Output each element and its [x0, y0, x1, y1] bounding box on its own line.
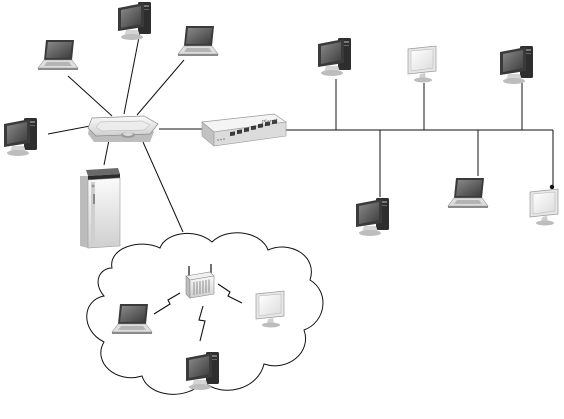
laptop-icon[interactable]	[37, 39, 79, 71]
laptop-icon[interactable]	[177, 25, 219, 57]
network-switch-icon[interactable]: Planet	[201, 113, 287, 147]
link-router-wireless-ap	[142, 141, 184, 233]
game-console-icon[interactable]	[80, 168, 121, 249]
link-router-desktop-top	[123, 31, 141, 115]
wireless-link-monitor	[217, 283, 243, 304]
link-router-laptop-left	[67, 75, 113, 117]
link-router-console	[103, 139, 110, 166]
wireless-access-point-icon[interactable]	[185, 264, 215, 299]
laptop-icon[interactable]	[447, 177, 489, 209]
links	[47, 31, 554, 233]
wireless-cloud	[86, 232, 324, 395]
bus-endpoint	[549, 184, 555, 190]
desktop-computer-icon[interactable]	[318, 38, 351, 76]
wireless-links	[153, 283, 243, 342]
router-icon[interactable]	[87, 115, 159, 142]
switch-brand-label: Planet	[260, 118, 279, 126]
lcd-monitor-icon[interactable]	[407, 45, 437, 83]
link-router-laptop-right	[136, 59, 185, 116]
lcd-monitor-icon[interactable]	[529, 188, 559, 226]
desktop-computer-icon[interactable]	[4, 118, 37, 156]
wireless-link-desktop	[198, 305, 206, 342]
wireless-link-laptop	[153, 292, 181, 315]
desktop-computer-icon[interactable]	[118, 2, 151, 40]
desktop-computer-icon[interactable]	[500, 46, 533, 84]
link-router-desktop-left	[47, 125, 91, 135]
desktop-computer-icon[interactable]	[356, 198, 389, 236]
